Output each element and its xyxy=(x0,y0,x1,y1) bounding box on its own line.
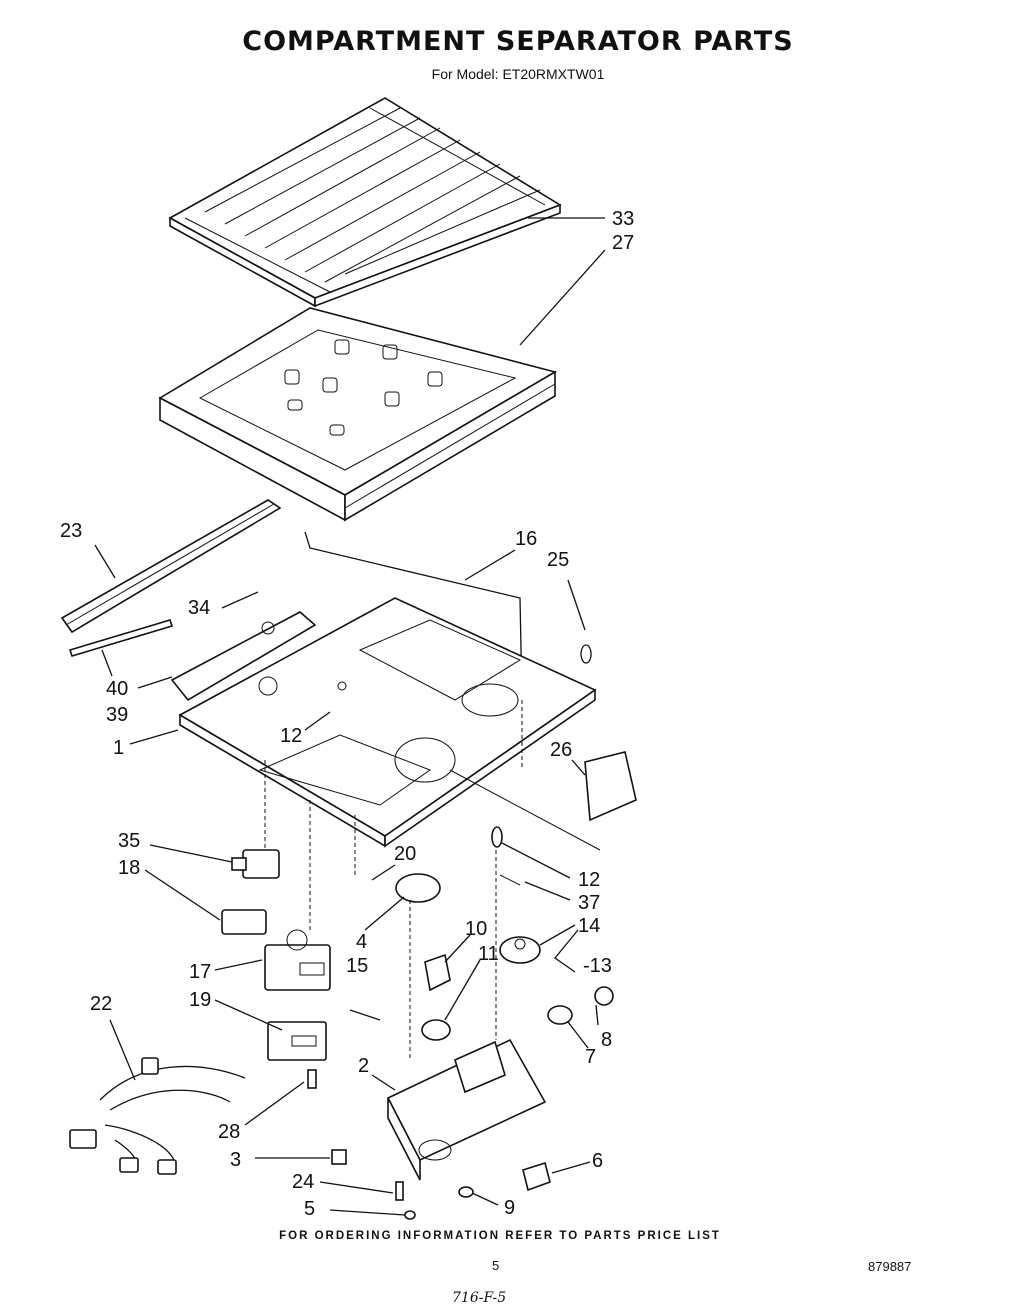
handwritten-code: 716-F-5 xyxy=(452,1290,507,1306)
part-19-bracket xyxy=(267,1021,327,1061)
callout-18: 18 xyxy=(118,857,140,879)
callout-40: 40 xyxy=(106,678,128,700)
part-3-clip xyxy=(331,1149,347,1165)
callout-4: 4 xyxy=(356,931,367,953)
part-8-bulb xyxy=(594,986,614,1006)
part-26-insulation xyxy=(584,751,637,822)
part-37-gasket xyxy=(499,874,521,886)
part-35-control-knob xyxy=(231,849,280,879)
callout-10: 10 xyxy=(465,918,487,940)
part-17-control-housing xyxy=(264,929,331,991)
callout-5: 5 xyxy=(304,1198,315,1220)
callout-35: 35 xyxy=(118,830,140,852)
part-28-screw xyxy=(307,1069,317,1089)
callout-13: -13 xyxy=(583,955,612,977)
callout-20: 20 xyxy=(394,843,416,865)
callout-28: 28 xyxy=(218,1121,240,1143)
page-title: COMPARTMENT SEPARATOR PARTS xyxy=(242,26,794,57)
part-5-screw xyxy=(404,1210,416,1220)
callout-2: 2 xyxy=(358,1055,369,1077)
callout-17: 17 xyxy=(189,961,211,983)
callout-23: 23 xyxy=(60,520,82,542)
callout-6: 6 xyxy=(592,1150,603,1172)
callout-1: 1 xyxy=(113,737,124,759)
part-14-fan xyxy=(499,936,541,964)
callout-12b: 12 xyxy=(578,869,600,891)
part-25-clip xyxy=(580,644,592,664)
callout-8: 8 xyxy=(601,1029,612,1051)
part-27-separator-frame xyxy=(158,307,558,522)
part-7-socket xyxy=(547,1005,573,1025)
callout-39: 39 xyxy=(106,704,128,726)
page-number: 5 xyxy=(492,1258,500,1273)
part-2-mounting-bracket xyxy=(386,1038,547,1181)
callout-33: 33 xyxy=(612,208,634,230)
callout-22: 22 xyxy=(90,993,112,1015)
document-number: 879887 xyxy=(868,1259,912,1274)
callout-11: 11 xyxy=(478,943,499,965)
part-13-tube xyxy=(554,929,579,973)
callout-27: 27 xyxy=(612,232,634,254)
part-22-wire-harness xyxy=(69,1057,246,1175)
callout-labels: 33 27 23 16 25 34 40 39 1 12 26 35 18 20… xyxy=(60,208,634,1220)
ordering-note: FOR ORDERING INFORMATION REFER TO PARTS … xyxy=(279,1230,721,1242)
callout-16: 16 xyxy=(515,528,537,550)
part-15-tube xyxy=(349,1009,381,1021)
part-9-nut xyxy=(458,1186,474,1198)
part-23-trim-strip xyxy=(60,499,282,657)
callout-37: 37 xyxy=(578,892,600,914)
callout-3: 3 xyxy=(230,1149,241,1171)
callout-19: 19 xyxy=(189,989,211,1011)
callout-24: 24 xyxy=(292,1171,314,1193)
part-6-connector xyxy=(522,1161,551,1192)
part-20-damper xyxy=(395,873,441,903)
part-16-wire xyxy=(304,531,523,701)
leader-lines xyxy=(94,217,606,1216)
part-18-bezel xyxy=(221,909,267,935)
part-11-grommet xyxy=(421,1019,451,1041)
part-1-separator-pan xyxy=(170,597,597,848)
callout-25: 25 xyxy=(547,549,569,571)
part-33-shelf-grille xyxy=(168,97,562,308)
part-10-switch xyxy=(424,953,451,992)
callout-9: 9 xyxy=(504,1197,515,1219)
callout-15: 15 xyxy=(346,955,368,977)
callout-12a: 12 xyxy=(280,725,302,747)
part-12-pin xyxy=(491,826,503,848)
callout-7: 7 xyxy=(585,1046,596,1068)
part-24-screw xyxy=(395,1181,404,1201)
callout-26: 26 xyxy=(550,739,572,761)
callout-14: 14 xyxy=(578,915,600,937)
model-subtitle: For Model: ET20RMXTW01 xyxy=(431,66,605,82)
callout-34: 34 xyxy=(188,597,210,619)
